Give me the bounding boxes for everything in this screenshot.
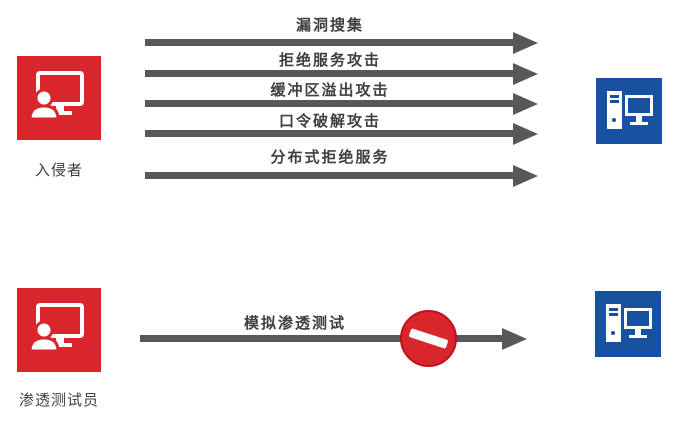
arrow-head-icon	[513, 62, 538, 85]
attack-label: 拒绝服务攻击	[278, 52, 381, 69]
computer-icon	[606, 304, 652, 342]
pentester-icon	[17, 288, 101, 372]
arrow-head-icon	[502, 327, 527, 350]
attack-label: 缓冲区溢出攻击	[270, 82, 390, 99]
attack-label: 口令破解攻击	[278, 113, 381, 130]
arrow-head-icon	[513, 122, 538, 145]
attack-label: 漏洞搜集	[295, 17, 364, 34]
computer-icon	[607, 91, 653, 129]
arrow-head-icon	[513, 31, 538, 54]
arrow-head-icon	[513, 92, 538, 115]
attacker-label: 入侵者	[34, 162, 83, 179]
pentest-arrow	[140, 327, 527, 350]
attack-arrow	[145, 92, 538, 115]
no-entry-icon	[400, 310, 457, 367]
person-at-computer-icon	[28, 303, 84, 353]
attacker-icon	[17, 56, 101, 140]
arrow-head-icon	[513, 164, 538, 187]
target-computer-icon	[595, 291, 661, 357]
attack-label: 分布式拒绝服务	[270, 149, 390, 166]
attack-arrow	[145, 62, 538, 85]
pentest-label: 模拟渗透测试	[243, 315, 346, 332]
attack-arrow	[145, 31, 538, 54]
pentester-label: 渗透测试员	[18, 392, 99, 409]
no-entry-bar	[408, 328, 449, 349]
attack-arrow	[145, 164, 538, 187]
attack-arrow	[145, 122, 538, 145]
person-at-computer-icon	[28, 71, 84, 121]
target-computer-icon	[596, 78, 662, 144]
